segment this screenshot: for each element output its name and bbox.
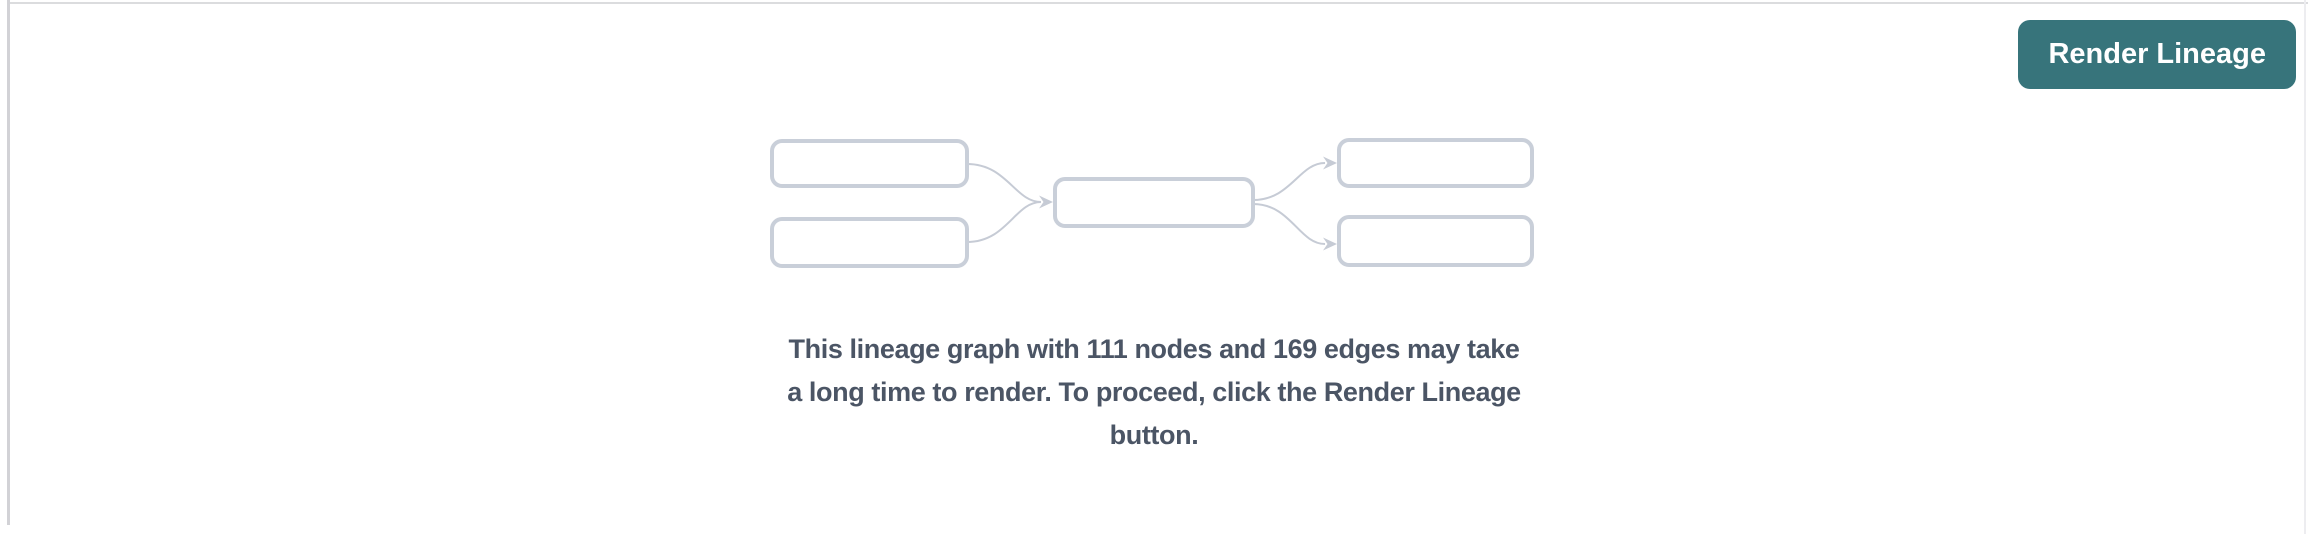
message-line: This lineage graph with 111 nodes and 16…: [788, 334, 1520, 364]
message-line: button.: [1109, 420, 1199, 450]
placeholder-edge: [1252, 162, 1326, 201]
message-line: a long time to render. To proceed, click…: [787, 377, 1521, 407]
edge-arrowhead-icon: [1323, 237, 1337, 251]
edge-arrowhead-icon: [1039, 195, 1053, 209]
placeholder-edge: [1252, 203, 1326, 245]
placeholder-node: [770, 217, 969, 268]
lineage-graph-placeholder-graphic: [770, 138, 1534, 268]
render-lineage-button[interactable]: Render Lineage: [2018, 20, 2296, 89]
panel-left-border: [7, 0, 10, 525]
render-warning-message: This lineage graph with 111 nodes and 16…: [787, 328, 1521, 457]
placeholder-node: [1337, 215, 1534, 267]
placeholder-node: [1337, 138, 1534, 188]
placeholder-node: [770, 139, 969, 188]
placeholder-edge: [966, 163, 1042, 203]
panel-right-border: [2304, 0, 2306, 534]
placeholder-node: [1053, 177, 1255, 228]
lineage-placeholder: This lineage graph with 111 nodes and 16…: [769, 137, 1539, 457]
placeholder-edge: [966, 201, 1042, 243]
panel-top-border: [8, 2, 2308, 4]
edge-arrowhead-icon: [1323, 156, 1337, 170]
